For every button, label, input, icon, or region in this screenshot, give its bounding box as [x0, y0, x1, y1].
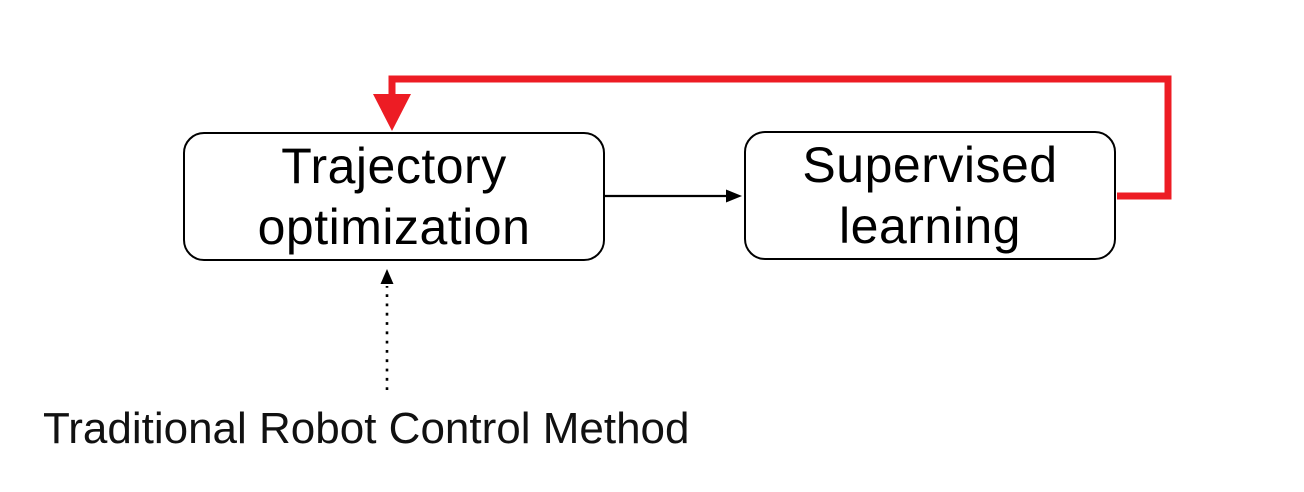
feedback-arrow-line	[388, 75, 1172, 200]
node-supervised-learning: Supervised learning	[744, 131, 1116, 260]
input-arrow	[380, 269, 394, 390]
feedback-arrow	[373, 75, 1172, 200]
node-supervised-label-line1: Supervised	[802, 136, 1058, 193]
forward-arrowhead-icon	[726, 189, 742, 203]
node-trajectory-optimization: Trajectory optimization	[183, 132, 605, 261]
node-trajectory-label-line1: Trajectory	[281, 137, 507, 194]
node-trajectory-label-line2: optimization	[257, 198, 531, 255]
input-arrowhead-icon	[380, 269, 394, 284]
node-supervised-label-line2: learning	[839, 197, 1021, 254]
forward-arrow	[605, 189, 742, 203]
feedback-arrowhead-icon	[373, 94, 411, 131]
caption: Traditional Robot Control Method	[43, 404, 690, 453]
